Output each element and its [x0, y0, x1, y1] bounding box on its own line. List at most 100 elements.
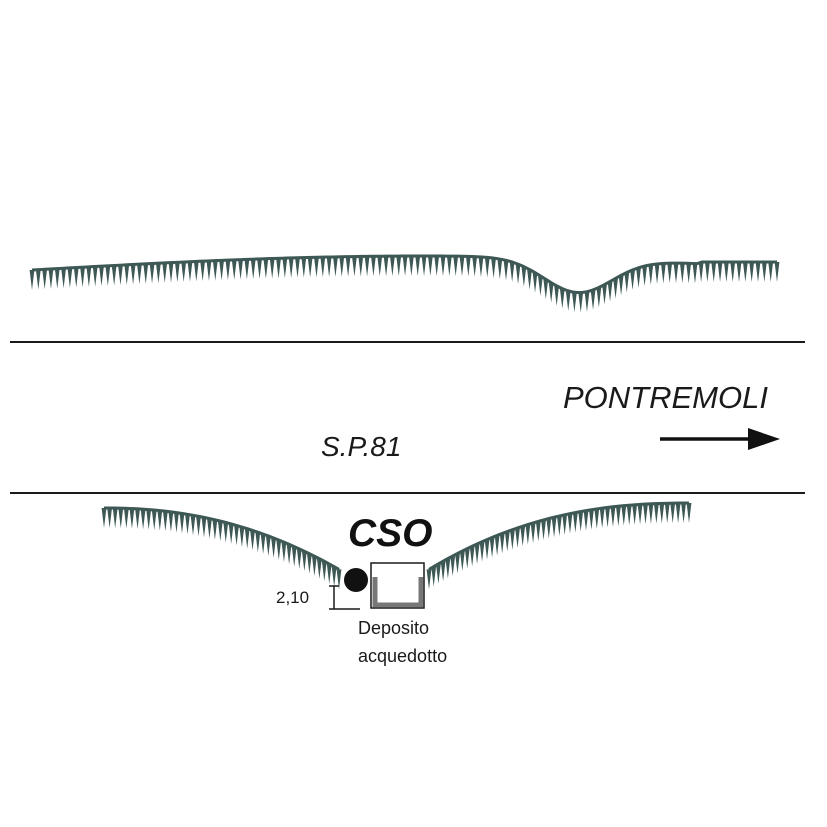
- embankment-hatch-tick: [535, 521, 541, 542]
- embankment-hatch-tick: [260, 534, 266, 555]
- embankment-hatch-tick: [73, 267, 79, 288]
- embankment-hatch-tick: [312, 556, 317, 577]
- embankment-hatch-tick: [415, 256, 421, 277]
- embankment-hatch-tick: [265, 535, 271, 556]
- embankment-hatch-tick: [157, 510, 163, 531]
- embankment-hatch-tick: [339, 256, 345, 277]
- filled-circle-icon: [344, 568, 368, 592]
- embankment-hatch-tick: [768, 262, 774, 282]
- embankment-hatch-tick: [92, 266, 98, 287]
- embankment-hatch-tick: [554, 285, 560, 306]
- embankment-hatch-tick: [590, 289, 596, 310]
- embankment-hatch-tick: [306, 553, 312, 574]
- embankment-hatch-tick: [396, 256, 402, 277]
- embankment-hatch-tick: [257, 258, 262, 279]
- embankment-hatch-tick: [426, 569, 432, 590]
- embankment-hatch-tick: [599, 508, 605, 529]
- embankment-hatch-tick: [489, 537, 495, 558]
- embankment-hatch-tick: [196, 516, 201, 537]
- embankment-hatch-tick: [151, 510, 157, 531]
- embankment-hatch-tick: [520, 526, 526, 547]
- embankment-hatch-tick: [755, 262, 761, 283]
- tank-section-icon: [370, 562, 425, 609]
- embankment-hatch-tick: [565, 290, 571, 311]
- embankment-hatch-tick: [584, 291, 590, 312]
- embankment-hatch-tick: [364, 256, 370, 277]
- embankment-hatch-tick: [35, 269, 41, 290]
- embankment-hatch-tick: [583, 510, 589, 531]
- embankment-hatch-tick: [129, 508, 135, 529]
- embankment-hatch-tick: [578, 292, 584, 313]
- embankment-hatch-tick: [223, 522, 229, 543]
- embankment-hatch-tick: [146, 509, 152, 530]
- embankment-hatch-tick: [101, 508, 107, 528]
- embankment-hatch-tick: [548, 282, 554, 303]
- embankment-hatch-tick: [588, 509, 594, 530]
- embankment-hatch-tick: [643, 504, 648, 525]
- embankment-hatch-tick: [320, 257, 326, 278]
- embankment-hatch-tick: [626, 505, 632, 526]
- embankment-hatch-tick: [291, 546, 297, 567]
- embankment-hatch-tick: [61, 268, 66, 289]
- embankment-hatch-tick: [137, 264, 142, 285]
- embankment-hatch-tick: [174, 262, 180, 283]
- embankment-hatch-tick: [648, 264, 654, 285]
- embankment-hatch-tick: [503, 260, 509, 281]
- embankment-hatch-tick: [749, 262, 755, 283]
- embankment-hatch-tick: [478, 256, 484, 277]
- embankment-hatch-tick: [263, 258, 269, 279]
- embankment-hatch-tick: [135, 508, 140, 529]
- embankment-hatch-tick: [244, 259, 250, 280]
- site-label: CSO: [348, 512, 433, 555]
- embankment-hatch-tick: [761, 262, 767, 282]
- embankment-hatch-tick: [212, 260, 218, 281]
- embankment-hatch-tick: [421, 256, 427, 277]
- embankment-hatch-tick: [630, 269, 635, 290]
- embankment-hatch-tick: [143, 263, 149, 284]
- embankment-hatch-tick: [207, 518, 212, 539]
- embankment-hatch-tick: [446, 256, 452, 277]
- embankment-hatch-tick: [86, 266, 92, 287]
- embankment-hatch-tick: [613, 278, 618, 299]
- embankment-hatch-tick: [618, 275, 624, 296]
- embankment-hatch-tick: [54, 268, 60, 289]
- embankment-hatch-tick: [624, 272, 630, 293]
- embankment-hatch-tick: [234, 525, 239, 546]
- embankment-hatch-tick: [562, 514, 568, 535]
- embankment-hatch-tick: [162, 262, 168, 283]
- embankment-hatch-tick: [271, 537, 276, 558]
- embankment-hatch-tick: [521, 266, 527, 287]
- embankment-hatch-tick: [190, 515, 196, 536]
- embankment-hatch-tick: [484, 257, 490, 278]
- embankment-hatch-tick: [107, 508, 112, 529]
- embankment-hatch-tick: [187, 261, 193, 282]
- embankment-hatch-tick: [464, 548, 470, 569]
- embankment-hatch-tick: [212, 519, 218, 540]
- embankment-hatch-tick: [250, 259, 256, 280]
- depth-label: 2,10: [276, 588, 309, 607]
- embankment-hatch-tick: [632, 504, 638, 525]
- embankment-hatch-tick: [408, 256, 414, 277]
- embankment-hatch-tick: [269, 258, 275, 279]
- embankment-hatch-tick: [427, 256, 433, 277]
- depth-bracket: [329, 585, 360, 610]
- embankment-hatch-tick: [572, 512, 578, 533]
- embankment-hatch-tick: [326, 563, 332, 584]
- embankment-hatch-tick: [648, 503, 654, 524]
- embankment-hatch-tick: [168, 262, 174, 283]
- embankment-hatch-tick: [200, 261, 206, 282]
- embankment-hatch-tick: [551, 517, 557, 538]
- embankment-hatch-tick: [445, 558, 451, 579]
- embankment-hatch-tick: [504, 531, 510, 552]
- embankment-hatch-tick: [494, 535, 500, 556]
- embankment-hatch-tick: [244, 528, 250, 549]
- embankment-hatch-tick: [124, 264, 130, 285]
- embankment-hatch-tick: [288, 257, 294, 278]
- embankment-hatch-tick: [509, 262, 515, 283]
- embankment-hatch-tick: [670, 503, 676, 524]
- embankment-hatch-tick: [316, 558, 322, 579]
- embankment-hatch-tick: [321, 561, 327, 582]
- embankment-hatch-tick: [255, 532, 261, 553]
- embankment-hatch-tick: [497, 259, 503, 280]
